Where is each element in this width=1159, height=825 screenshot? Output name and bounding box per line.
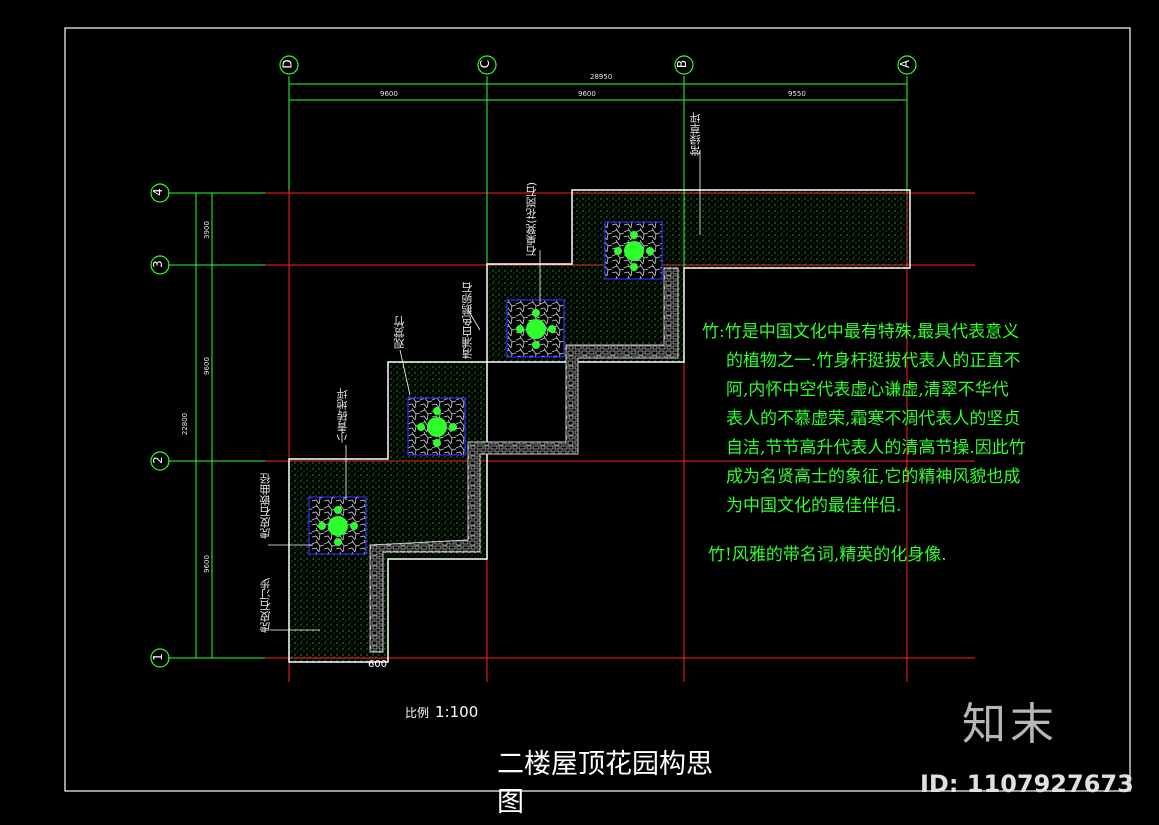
label-lawn: 常绿草坪 [689, 112, 702, 156]
axis-label-C: C [478, 59, 493, 69]
leader-lines [268, 150, 701, 631]
axis-label-B: B [675, 59, 690, 69]
note-line: 自洁,节节高升代表人的清高节操.因此竹 [726, 438, 1026, 458]
watermark-id: ID: 1107927673 [920, 770, 1134, 798]
note-line: 竹:竹是中国文化中最有特殊,最具代表意义 [702, 322, 1020, 342]
label-stepping-stones: 虎皮石汀步 [259, 578, 272, 633]
note-line: 阿,内怀中空代表虚心谦虚,清翠不华代 [726, 380, 1009, 400]
dim-left-3: 9600 [202, 555, 211, 573]
axis-label-4: 4 [150, 188, 165, 196]
scale-value: 1:100 [435, 703, 479, 721]
scale-label: 比例 1:100 [405, 703, 478, 721]
axis-label-1: 1 [150, 653, 165, 661]
dim-total-left: 22800 [181, 412, 190, 436]
note-line: 表人的不慕虚荣,霜寒不凋代表人的坚贞 [726, 409, 1021, 429]
label-stone-table: 石桌凳(花岗石) [525, 182, 538, 257]
note-line: 的植物之一.竹身杆挺拔代表人的正直不 [726, 351, 1021, 371]
label-crazy-path: 虎皮石嵌曲径 [259, 473, 272, 539]
note-line: 为中国文化的最佳伴侣. [726, 496, 902, 516]
watermark-logo: 知末 [962, 699, 1058, 750]
label-brick: 小青砖地坪 [336, 388, 349, 443]
green-axis-lines [168, 76, 908, 659]
row-axis-bubbles [150, 183, 170, 668]
dim-top-1: 9600 [380, 90, 398, 98]
drawing-title: 二楼屋顶花园构思图 [497, 749, 713, 818]
drawing-frame [64, 27, 1131, 792]
stone-table-seats [318, 231, 654, 546]
dim-bottom: 600 [368, 659, 388, 670]
label-bamboo: 观赏竹 [393, 316, 406, 349]
bamboo-slogan: 竹!风雅的带名词,精英的化身像. [708, 545, 947, 565]
axis-label-2: 2 [150, 456, 165, 464]
dim-left-2: 9600 [202, 357, 211, 375]
label-pebbles: 清浦白色鹅卵石 [461, 282, 474, 359]
stone-path [369, 267, 679, 653]
scale-text: 比例 [405, 706, 430, 720]
axis-label-D: D [280, 59, 295, 69]
axis-label-3: 3 [150, 260, 165, 268]
dim-top-2: 9600 [578, 90, 596, 98]
dim-top-3: 9550 [788, 90, 806, 98]
axis-label-A: A [898, 59, 913, 69]
dim-left-1: 3900 [202, 221, 211, 239]
bamboo-note: 竹:竹是中国文化中最有特殊,最具代表意义 的植物之一.竹身杆挺拔代表人的正直不 … [702, 318, 1026, 521]
dim-total-top: 28950 [590, 73, 613, 81]
column-axis-bubbles [279, 55, 917, 75]
note-line: 成为名贤高士的象征,它的精神风貌也成 [726, 467, 1021, 487]
